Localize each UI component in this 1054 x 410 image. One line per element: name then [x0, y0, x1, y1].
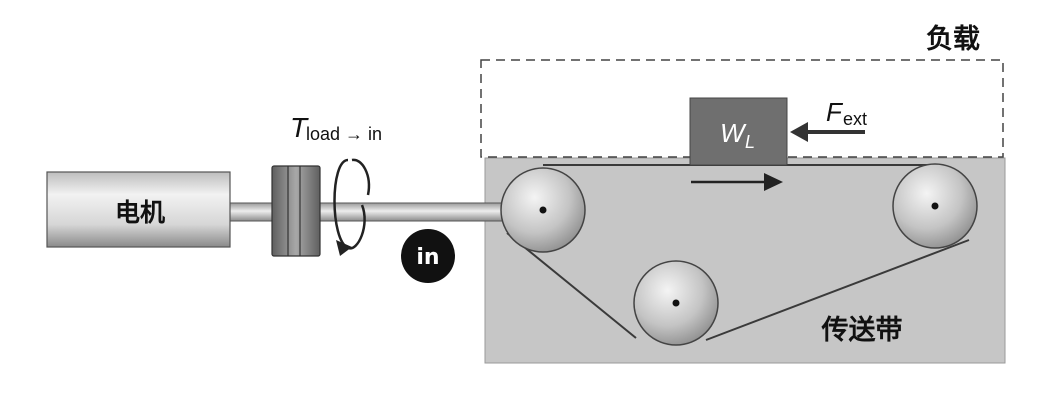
left-arrow-icon [790, 122, 865, 142]
svg-text:in: in [416, 245, 439, 270]
svg-text:ext: ext [843, 109, 867, 129]
drive-shaft [227, 202, 509, 222]
load-label: 负载 [926, 24, 980, 55]
pulley-drive [500, 167, 586, 253]
torque-label: T load → in [290, 112, 382, 144]
load-region [480, 59, 1004, 158]
motor [46, 171, 231, 248]
conveyor-label: 传送带 [821, 315, 903, 346]
curved-rotation-arrow-icon [333, 158, 371, 256]
weight-label: W L [720, 118, 755, 152]
svg-text:W: W [720, 118, 747, 148]
motor-label: 电机 [115, 198, 165, 227]
svg-text:load → in: load → in [306, 124, 382, 144]
svg-text:F: F [826, 97, 844, 127]
load-block [689, 97, 788, 166]
svg-text:T: T [290, 112, 309, 143]
svg-text:L: L [745, 132, 755, 152]
shaft-coupling [271, 165, 321, 257]
in-badge: in [401, 229, 455, 283]
pulley-tensioner [633, 260, 719, 346]
pulley-tail [892, 163, 978, 249]
force-label: F ext [826, 97, 867, 129]
right-arrow-icon [691, 173, 783, 191]
